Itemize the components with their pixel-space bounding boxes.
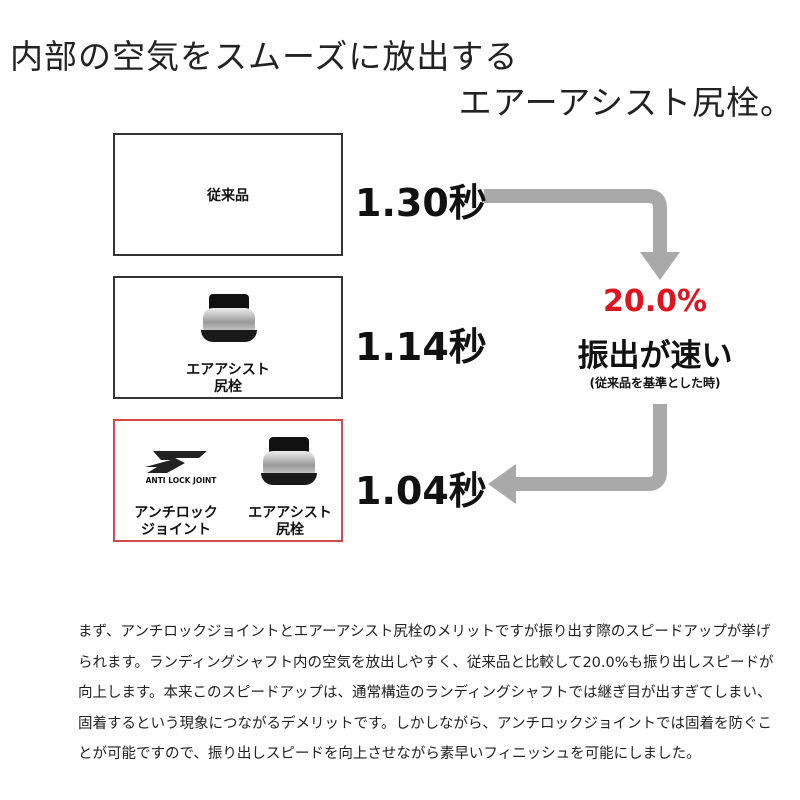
combined-box: ANTI LOCK JOINT アンチロック ジョイント エアアシスト 尻栓 xyxy=(113,419,343,542)
air-assist-cap-image xyxy=(201,294,257,350)
arrowhead-down xyxy=(640,252,680,280)
time-air-assist: 1.14秒 xyxy=(355,325,487,369)
paragraph-line: まず、アンチロックジョイントとエアーアシスト尻栓のメリットですが振り出す際のスピ… xyxy=(78,624,771,640)
label-line: アンチロック xyxy=(134,505,218,521)
air-assist-cap-image xyxy=(261,437,317,493)
arrowhead-left xyxy=(488,464,516,504)
paragraph-line: とが可能ですので、振り出しスピードを向上させながら素早いフィニッシュを可能にしま… xyxy=(78,746,701,762)
conventional-box: 従来品 xyxy=(113,133,343,256)
headline-line-1: 内部の空気をスムーズに放出する xyxy=(10,37,519,76)
result-note: (従来品を基準とした時) xyxy=(589,376,721,390)
air-assist-label: エアアシスト 尻栓 xyxy=(115,362,341,396)
description-paragraph: まず、アンチロックジョイントとエアーアシスト尻栓のメリットですが振り出す際のスピ… xyxy=(78,617,778,770)
paragraph-line: 向上します。本来このスピードアップは、通常構造のランディングシャフトでは継ぎ目が… xyxy=(78,685,772,701)
label-line: 尻栓 xyxy=(214,379,242,395)
improvement-percent: 20.0% xyxy=(602,284,708,319)
headline-line-2: エアーアシスト尻栓。 xyxy=(458,83,794,122)
label-line: エアアシスト xyxy=(248,505,332,521)
time-combined: 1.04秒 xyxy=(355,469,487,513)
paragraph-line: られます。ランディングシャフト内の空気を放出しやすく、従来品と比較して20.0%… xyxy=(78,654,774,671)
paragraph-line: 固着するという現象につながるデメリットです。しかしながら、アンチロックジョイント… xyxy=(78,715,772,732)
label-line: 尻栓 xyxy=(276,522,304,538)
result-headline: 振出が速い xyxy=(577,338,733,374)
air-assist-label: エアアシスト 尻栓 xyxy=(235,505,345,539)
arrow-down-top xyxy=(484,189,667,258)
anti-lock-joint-logo xyxy=(145,451,207,473)
conventional-label: 従来品 xyxy=(207,188,249,204)
label-line: エアアシスト xyxy=(186,362,270,378)
logo-text: ANTI LOCK JOINT xyxy=(145,476,217,485)
air-assist-box: エアアシスト 尻栓 xyxy=(113,276,343,399)
arrow-left-bottom xyxy=(512,404,667,491)
anti-lock-joint-label: アンチロック ジョイント xyxy=(121,505,231,539)
label-line: ジョイント xyxy=(141,522,211,538)
time-conventional: 1.30秒 xyxy=(355,181,487,225)
